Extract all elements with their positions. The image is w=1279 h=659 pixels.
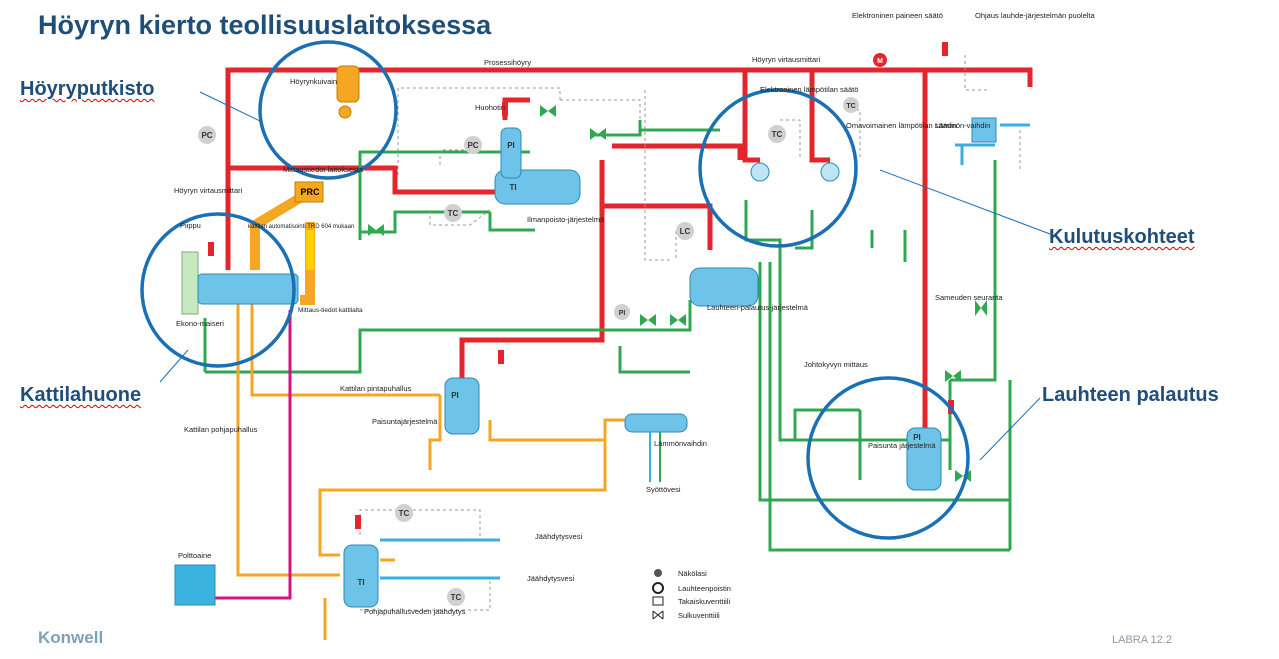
condensate-pipes (203, 120, 1012, 552)
legend-sulkuventtiili: Sulkuventtiili (678, 611, 720, 620)
label-huohotin: Huohotin (475, 103, 505, 112)
label-kattilan-automatisointi: kattilan automatisointi TRD 604 mukaan (248, 224, 354, 230)
page-title: Höyryn kierto teollisuuslaitoksessa (38, 10, 492, 40)
symbol-legend: Näkölasi Lauhteenpoistin Takaiskuventtii… (652, 569, 731, 620)
tag-pc-left: PC (201, 131, 212, 140)
tag-m: M (877, 58, 883, 65)
tag-pi-deaerator: PI (507, 141, 515, 150)
highlight-hoyryputkisto (258, 40, 398, 180)
tag-pc-deaerator: PC (467, 141, 478, 150)
callout-lauhteen-palautus: Lauhteen palautus (1042, 384, 1219, 406)
main-steam-line (225, 67, 1033, 195)
label-hoyryn-virtausmittari-right: Höyryn virtausmittari (752, 55, 821, 64)
page-number: LABRA 12.2 (1112, 634, 1172, 646)
tag-tc-right: TC (846, 103, 855, 110)
steam-consumer-1 (742, 70, 760, 163)
leader-lines (159, 91, 1051, 461)
label-pohjapuhallusveden-jaahdytys: Pohjapuhallusveden jäähdytys (364, 607, 466, 616)
label-mittaustiedot: Mittaustiedot laitoksesta (283, 165, 364, 174)
label-mittaustiedot-kattilalta: Mittaus-tiedot kattilalta (298, 307, 363, 314)
water-pipes (236, 290, 625, 640)
label-omavoimainen-lampotilan-saadin: Omavoimainen lämpötilan säädin (846, 121, 957, 130)
label-jaahdytysvesi-1: Jäähdytysvesi (535, 532, 582, 541)
prc-box (294, 181, 324, 203)
economizer (181, 251, 199, 315)
steam-flash-left (459, 160, 605, 380)
tag-ti-blowdown: TI (357, 578, 364, 587)
label-ekonomaiseri: Ekono-maiseri (176, 319, 224, 328)
callout-kulutuskohteet: Kulutuskohteet (1049, 226, 1195, 248)
fuel-pipe (215, 310, 292, 600)
signal-lines (359, 55, 1021, 611)
highlight-lauhteen-palautus (806, 376, 970, 540)
steam-line-lower (228, 165, 495, 195)
legend-lauhteenpoistin: Lauhteenpoistin (678, 584, 731, 593)
label-johtokyvyn-mittaus: Johtokyvyn mittaus (804, 360, 868, 369)
tag-ti-deaerator: TI (509, 183, 516, 192)
boiler-body (197, 273, 299, 305)
tag-pi-condensate: PI (619, 310, 626, 317)
fuel-tank (174, 564, 216, 606)
highlight-kulutuskohteet (698, 88, 858, 248)
label-lauhteenpalautusjarjestelma: Lauhteen-palautus-järjestelmä (707, 303, 809, 312)
heat-exchanger (624, 413, 688, 433)
consumer-1-exchanger (750, 162, 770, 182)
steam-to-deaerator (502, 97, 530, 120)
label-elektroninen-lampotilan-saato: Elektroninen lämpötilan säätö (760, 85, 858, 94)
label-lammonvaihdin-right: Lämmön-vaihdin (935, 121, 990, 130)
legend-nakolasi: Näkölasi (678, 569, 707, 578)
label-kattilan-pohjapuhallus: Kattilan pohjapuhallus (184, 425, 258, 434)
label-lammonvaihdin: Lämmönvaihdin (654, 439, 707, 448)
callout-hoyryputkisto: Höyryputkisto (20, 78, 155, 100)
steam-to-consumers (612, 143, 743, 160)
label-prosessihoyry: Prosessihöyry (484, 58, 531, 67)
deaerator-tank (494, 169, 581, 205)
tag-tc-cooling-1: TC (399, 509, 410, 518)
tag-pi-flash-right: PI (913, 433, 921, 442)
steam-condensate-link (602, 203, 713, 250)
condensate-tank (689, 267, 759, 307)
tag-pi-flash-left: PI (451, 391, 459, 400)
label-polttoaine: Polttoaine (178, 551, 211, 560)
label-paisuntajarjestelma-left: Paisuntajärjestelmä (372, 417, 438, 426)
label-sameuden-seuranta: Sameuden seuranta (935, 293, 1003, 302)
label-hoyrynkuivain: Höyrynkuivain (290, 77, 337, 86)
callout-kattilahuone: Kattilahuone (20, 384, 142, 406)
label-ilmanpoistojarjestelma: Ilmanpoisto-järjestelmä (527, 215, 605, 224)
tag-lc: LC (680, 227, 691, 236)
highlight-kattilahuone (140, 212, 296, 368)
flash-tank-right (906, 427, 942, 491)
highlight-circles (140, 40, 970, 540)
label-hoyryn-virtausmittari-left: Höyryn virtausmittari (174, 186, 243, 195)
legend-takaiskuventtiili: Takaiskuventtiili (678, 597, 730, 606)
tag-tc-deaerator: TC (448, 209, 459, 218)
tag-tc-cooling-2: TC (451, 593, 462, 602)
label-piippu: Piippu (180, 221, 201, 230)
label-kattilan-pintapuhallus: Kattilan pintapuhallus (340, 384, 412, 393)
heat-exchanger-right (971, 117, 997, 143)
safety-valves (208, 42, 954, 529)
label-ohjaus-lauhdejarjestelman-puolelta: Ohjaus lauhde-järjestelmän puolelta (975, 11, 1095, 20)
consumer-2-exchanger (820, 162, 840, 182)
tag-tc-consumer: TC (772, 130, 783, 139)
label-jaahdytysvesi-2: Jäähdytysvesi (527, 574, 574, 583)
label-paisunta-jarjestelma-right: Paisunta järjestelmä (868, 441, 936, 450)
steam-dryer-trap (338, 105, 352, 119)
steam-dryer (336, 65, 360, 103)
flash-tank-left (444, 377, 480, 435)
label-elektroninen-paineen-saato: Elektroninen paineen säätö (852, 11, 943, 20)
label-syottovesi: Syöttövesi (646, 485, 681, 494)
konwell-logo: Konwell (38, 628, 104, 647)
tag-prc: PRC (300, 187, 320, 197)
instruments (198, 53, 887, 606)
steam-consumer-2 (809, 70, 830, 163)
blowdown-tank (343, 544, 379, 608)
deaerator-column (500, 127, 522, 179)
